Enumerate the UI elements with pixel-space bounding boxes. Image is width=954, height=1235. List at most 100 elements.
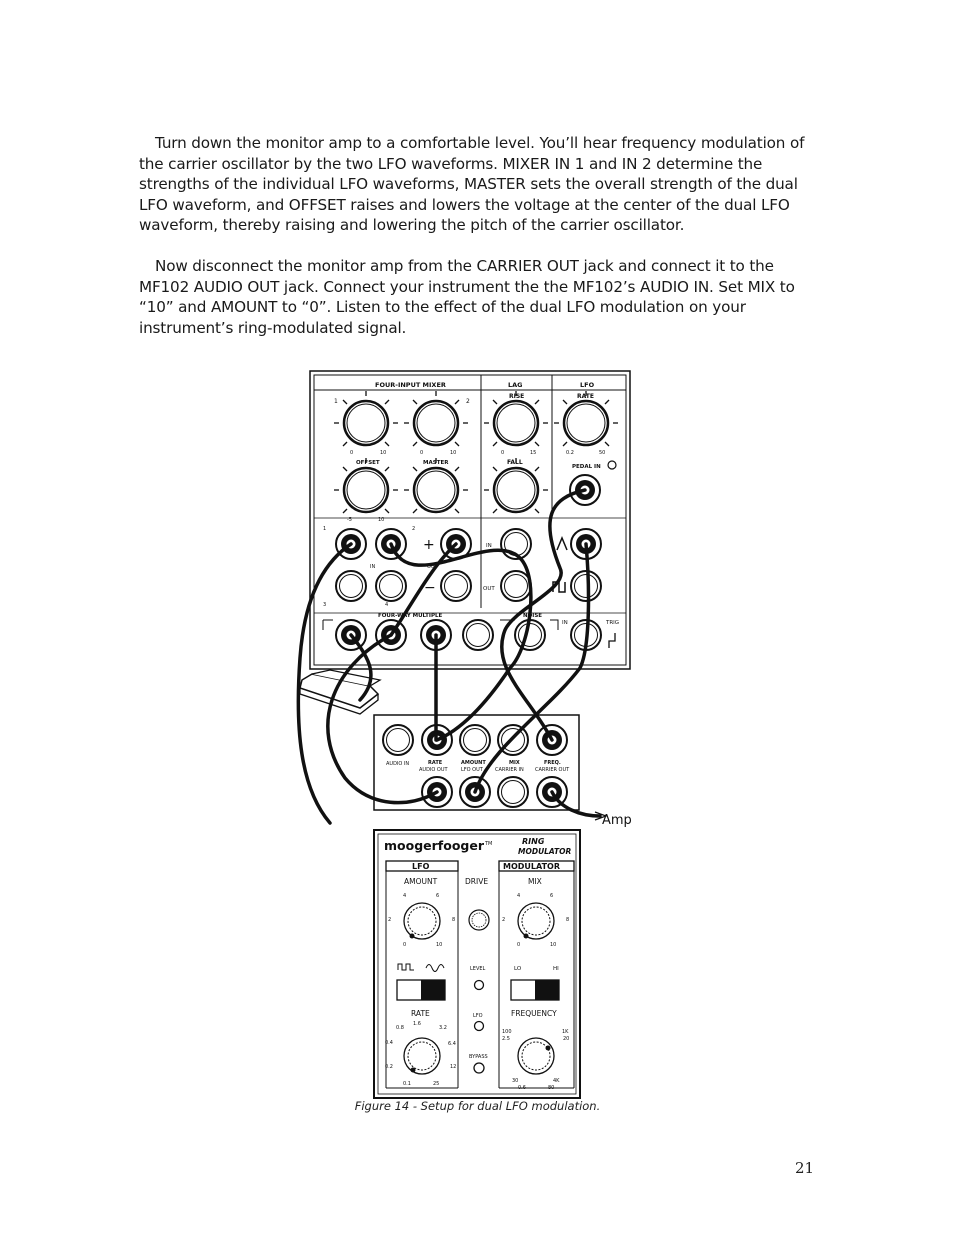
lag-section-label: LAG bbox=[508, 381, 523, 389]
lfo-led bbox=[607, 460, 617, 470]
carrier-in-jack[interactable] bbox=[497, 776, 529, 808]
lag-out-jack[interactable] bbox=[500, 570, 532, 602]
freq-scale-30: 30 bbox=[512, 1078, 518, 1084]
cable-multiple-to-pedal bbox=[349, 633, 373, 702]
rise-label: RISE bbox=[509, 393, 524, 400]
lag-scale-0: 0 bbox=[501, 450, 504, 456]
rate-scale-16: 1.6 bbox=[413, 1021, 421, 1027]
figure-caption: Figure 14 - Setup for dual LFO modulatio… bbox=[354, 1099, 601, 1113]
lfo-scale-50: 50 bbox=[599, 450, 605, 456]
mix-label: MIX bbox=[528, 877, 542, 886]
cable-out-to-multiple bbox=[389, 542, 458, 637]
mix-scale-8: 8 bbox=[566, 917, 569, 923]
audio-in-jack[interactable] bbox=[382, 724, 414, 756]
amount-scale-6: 6 bbox=[436, 893, 439, 899]
amount-knob[interactable] bbox=[403, 902, 441, 940]
cable-to-amp bbox=[550, 790, 602, 818]
pedal-in-label: PEDAL IN bbox=[572, 464, 601, 470]
mixer-section-label: FOUR-INPUT MIXER bbox=[375, 381, 446, 389]
mix-scale-4: 4 bbox=[517, 893, 520, 899]
cp251-panel: FOUR-INPUT MIXER LAG LFO 1 2 RISE RATE 0… bbox=[309, 370, 631, 670]
mixer-in2-label: 2 bbox=[466, 398, 470, 405]
amount-scale-2: 2 bbox=[388, 917, 391, 923]
amount-scale-0: 0 bbox=[403, 942, 406, 948]
freq-scale-06: 0.6 bbox=[518, 1085, 526, 1091]
mixer-in3-jack[interactable] bbox=[335, 570, 367, 602]
freq-scale-100: 100 bbox=[502, 1029, 512, 1035]
audio-out-label: AUDIO OUT bbox=[419, 767, 449, 773]
scale-m5: -5 bbox=[347, 517, 352, 523]
paragraph-1-text: Turn down the monitor amp to a comfortab… bbox=[139, 134, 805, 235]
carrier-out-label: CARRIER OUT bbox=[535, 767, 570, 773]
frequency-knob[interactable] bbox=[517, 1037, 555, 1075]
rate-scale-01: 0.1 bbox=[403, 1081, 411, 1087]
bypass-switch[interactable] bbox=[473, 1062, 485, 1074]
jack-3-label: 3 bbox=[323, 602, 326, 608]
drive-label: DRIVE bbox=[465, 877, 488, 886]
lag-scale-15: 15 bbox=[530, 450, 536, 456]
trademark: TM bbox=[484, 841, 492, 847]
freq-scale-80: 80 bbox=[548, 1085, 554, 1091]
rate-scale-25: 25 bbox=[433, 1081, 439, 1087]
patch-cables bbox=[296, 488, 602, 825]
jack-2-label: 2 bbox=[412, 526, 415, 532]
noise-label: NOISE bbox=[523, 613, 542, 619]
lo-hi-switch[interactable] bbox=[510, 979, 560, 1001]
trig-label: TRIG bbox=[605, 620, 619, 626]
mixer-in-label: IN bbox=[370, 564, 375, 570]
rate-jack-label: RATE bbox=[428, 760, 443, 766]
lfo-scale-02: 0.2 bbox=[566, 450, 574, 456]
cable-lfo-to-lfo-out bbox=[473, 542, 591, 794]
mixer-in1-label: 1 bbox=[334, 398, 338, 405]
page-number: 21 bbox=[795, 1159, 815, 1177]
brand-logo: moogerfooger bbox=[384, 838, 485, 853]
lfo-square-out-jack[interactable] bbox=[570, 570, 602, 602]
mixer-out-minus-jack[interactable] bbox=[440, 570, 472, 602]
lfo-out-label: LFO OUT bbox=[461, 767, 484, 773]
multiple-label: FOUR-WAY MULTIPLE bbox=[378, 613, 442, 619]
freq-scale-1k: 1K bbox=[562, 1029, 569, 1035]
scale-10a: 10 bbox=[380, 450, 386, 456]
mf102-jack-panel: AUDIO IN RATE AMOUNT MIX FREQ. AUDIO OUT… bbox=[373, 714, 580, 811]
cable-multiple-to-audio-out bbox=[326, 633, 439, 805]
paragraph-2: Now disconnect the monitor amp from the … bbox=[139, 256, 819, 338]
rate-scale-64: 6.4 bbox=[448, 1041, 456, 1047]
scale-10b: 10 bbox=[450, 450, 456, 456]
scale-0a: 0 bbox=[350, 450, 353, 456]
lfo-led-label: LFO bbox=[473, 1013, 483, 1019]
scale-0b: 0 bbox=[420, 450, 423, 456]
amp-label: Amp bbox=[602, 813, 632, 828]
rate-scale-12: 12 bbox=[450, 1064, 456, 1070]
rate-scale-02: 0.2 bbox=[385, 1064, 393, 1070]
mix-knob[interactable] bbox=[517, 902, 555, 940]
minus-sign: − bbox=[424, 580, 436, 596]
audio-in-label: AUDIO IN bbox=[386, 761, 409, 767]
level-led bbox=[473, 979, 485, 991]
amount-jack[interactable] bbox=[459, 724, 491, 756]
s-h-in-label: IN bbox=[562, 620, 568, 626]
offset-label: OFFSET bbox=[356, 460, 380, 466]
drive-knob[interactable] bbox=[468, 909, 490, 931]
square-wave-icon bbox=[397, 963, 414, 971]
amount-scale-4: 4 bbox=[403, 893, 406, 899]
cable-in1-to-pedal bbox=[296, 542, 353, 825]
fall-label: FALL bbox=[507, 459, 523, 466]
multiple-jack-4[interactable] bbox=[462, 619, 494, 651]
level-label: LEVEL bbox=[470, 966, 486, 972]
mix-scale-0: 0 bbox=[517, 942, 520, 948]
freq-scale-4k: 4K bbox=[553, 1078, 560, 1084]
hi-label: HI bbox=[553, 966, 559, 972]
carrier-in-label: CARRIER IN bbox=[495, 767, 524, 773]
lfo-waveform-switch[interactable] bbox=[396, 979, 446, 1001]
lag-in-label: IN bbox=[486, 543, 492, 549]
setup-figure: FOUR-INPUT MIXER LAG LFO 1 2 RISE RATE 0… bbox=[290, 368, 640, 1103]
lag-out-label: OUT bbox=[483, 586, 495, 592]
rate-knob[interactable] bbox=[403, 1037, 441, 1075]
mixer-in4-jack[interactable] bbox=[375, 570, 407, 602]
model-line-2: MODULATOR bbox=[518, 847, 572, 856]
mix-jack-label: MIX bbox=[509, 760, 520, 766]
mix-scale-6: 6 bbox=[550, 893, 553, 899]
modulator-header: MODULATOR bbox=[503, 862, 560, 871]
bypass-label: BYPASS bbox=[469, 1054, 488, 1060]
plus-sign: + bbox=[423, 537, 435, 553]
